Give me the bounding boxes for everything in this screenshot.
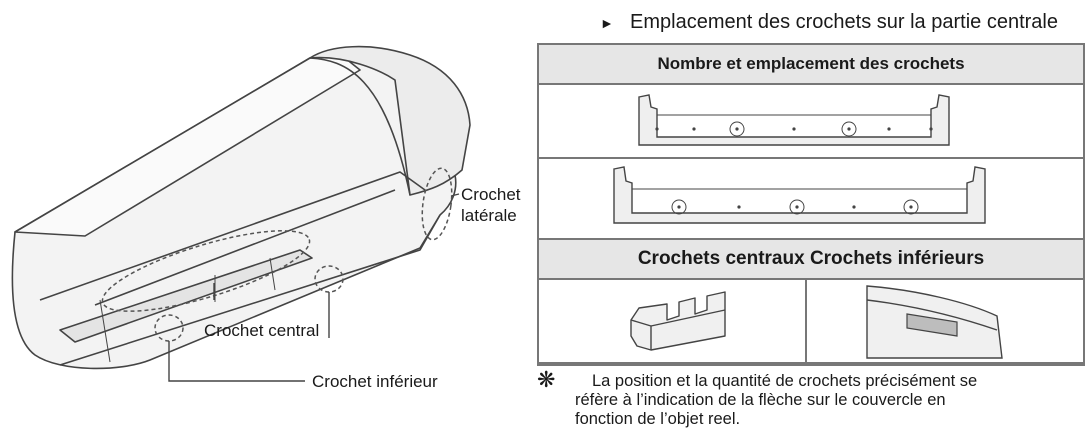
footnote: ❋ La position et la quantité de crochets…: [537, 367, 1087, 429]
table-row-short-bracket: [539, 85, 1083, 159]
footnote-line-1: La position et la quantité de crochets p…: [592, 372, 978, 390]
footnote-line-3: fonction de l’objet reel.: [575, 410, 741, 428]
table-header-top: Nombre et emplacement des crochets: [539, 45, 1083, 85]
table-header-bottom: Crochets centraux Crochets inférieurs: [539, 240, 1083, 280]
short-hook-bracket-image: [638, 94, 950, 146]
label-lateral-line-2: latérale: [461, 206, 517, 225]
central-hook-image: [630, 291, 726, 351]
section-title: ► Emplacement des crochets sur la partie …: [600, 10, 1058, 35]
table-row-long-bracket: [539, 159, 1083, 240]
section-title-text: Emplacement des crochets sur la partie c…: [630, 11, 1058, 33]
label-lateral-line-1: Crochet: [461, 185, 521, 204]
long-hook-bracket-image: [613, 166, 986, 224]
label-crochet-central: Crochet central: [204, 321, 320, 340]
table-column-divider: [805, 280, 807, 364]
air-conditioner-illustration: [11, 45, 471, 382]
hook-table: Nombre et emplacement des crochets: [537, 43, 1085, 366]
lower-hook-image: [866, 285, 1003, 359]
triangle-marker-icon: ►: [600, 15, 614, 31]
footnote-line-2: réfère à l’indication de la flèche sur l…: [575, 391, 946, 409]
label-crochet-inferieur: Crochet inférieur: [312, 372, 438, 391]
asterisk-icon: ❋: [537, 367, 556, 392]
table-row-hook-types: [539, 280, 1083, 364]
label-crochet-laterale: Crochet latérale: [461, 184, 521, 226]
